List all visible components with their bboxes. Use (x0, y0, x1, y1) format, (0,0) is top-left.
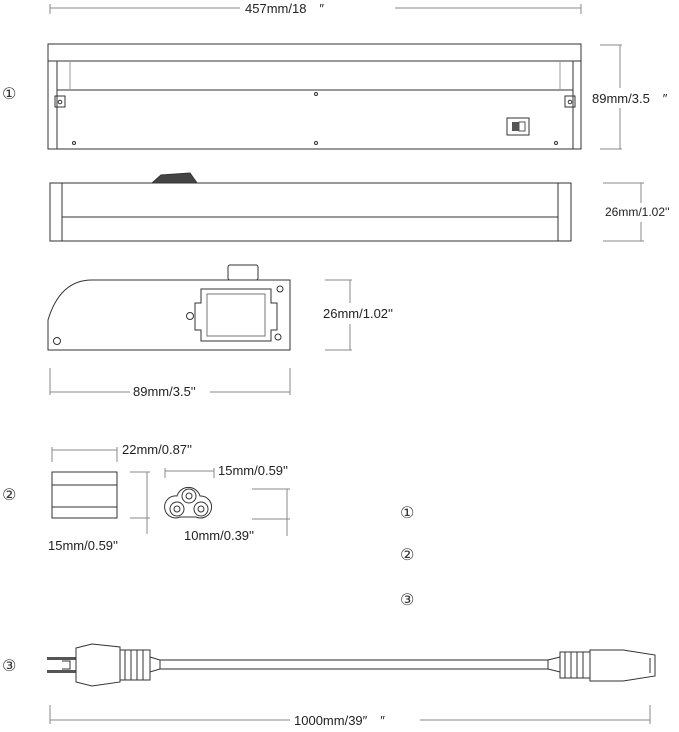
legend-marker-2: ② (400, 545, 415, 564)
power-plug-icon (75, 643, 121, 687)
end-width-label: 89mm/3.5'' (133, 384, 196, 399)
section-marker-3: ③ (2, 656, 17, 675)
light-bar-side-view (49, 172, 644, 242)
switch-profile-icon (150, 172, 198, 184)
connector-width-label: 22mm/0.87'' (122, 442, 192, 457)
top-width-label: 457mm/18 ″ (245, 1, 325, 16)
connector-height-label: 15mm/0.59'' (48, 538, 118, 553)
rocker-switch-icon (506, 117, 530, 136)
side-height-label: 26mm/1.02'' (605, 205, 670, 219)
mount-bracket-left (54, 95, 66, 108)
plug-height-label: 10mm/0.39'' (184, 528, 254, 543)
end-cap-view (47, 264, 352, 395)
cord-length-label: 1000mm/39″ ″ (294, 713, 385, 728)
mount-bracket-right (564, 95, 576, 108)
light-bar-front-view (47, 4, 622, 150)
plug-width-label: 15mm/0.59'' (218, 463, 288, 478)
top-height-label: 89mm/3.5 ″ (592, 91, 668, 106)
section-marker-2: ② (2, 485, 17, 504)
legend-marker-1: ① (400, 503, 415, 522)
connector-block-view (51, 447, 150, 534)
iec-connector-icon (589, 649, 656, 682)
section-marker-1: ① (2, 84, 17, 103)
legend-marker-3: ③ (400, 590, 415, 609)
power-cord-view (47, 643, 656, 724)
plug-face-view (164, 468, 290, 536)
end-height-label: 26mm/1.02'' (323, 306, 393, 321)
